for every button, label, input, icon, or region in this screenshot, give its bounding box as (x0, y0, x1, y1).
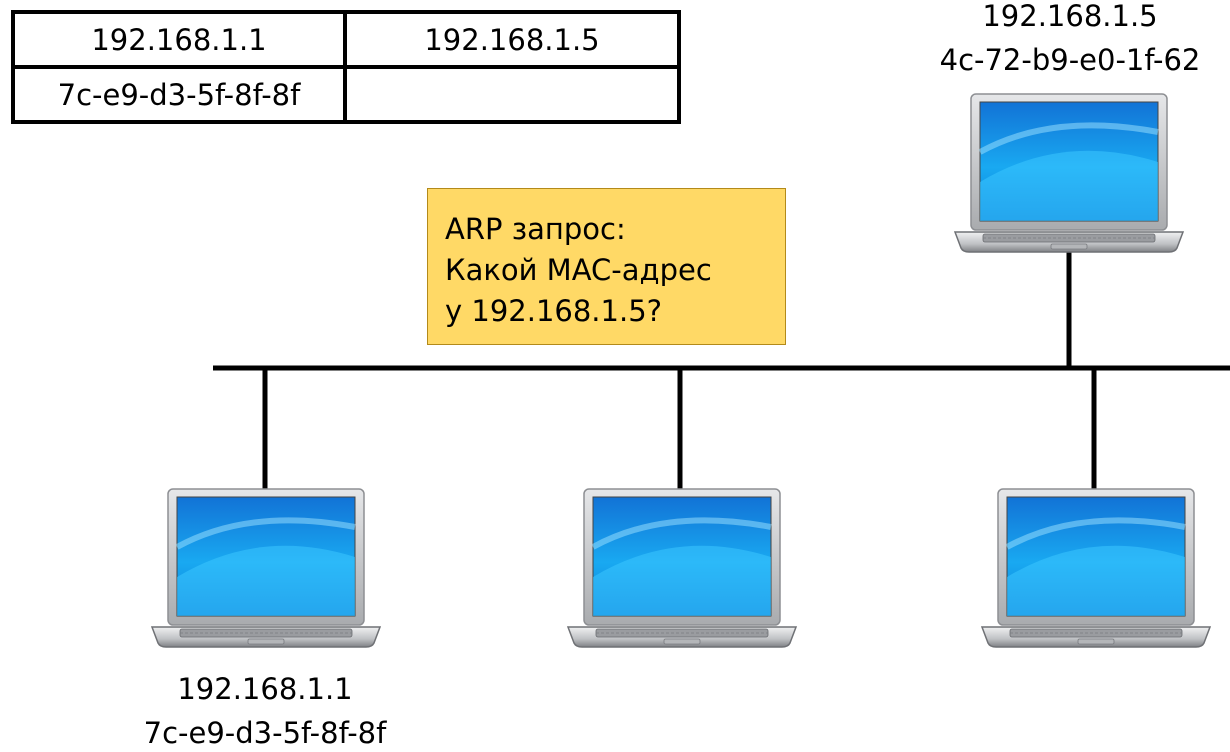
arp-request-line: Какой MAC-адрес (445, 253, 712, 287)
laptop-icon (150, 487, 382, 651)
target-ip: 192.168.1.5 (982, 0, 1158, 33)
laptop-icon (566, 487, 798, 651)
sender-host-label: 192.168.1.1 7c-e9-d3-5f-8f-8f (80, 667, 450, 752)
table-cell: 192.168.1.5 (343, 10, 681, 69)
arp-request-note: ARP запрос: Какой MAC-адрес у 192.168.1.… (427, 188, 786, 345)
laptop-icon (980, 487, 1212, 651)
sender-ip: 192.168.1.1 (177, 672, 353, 706)
table-cell: 192.168.1.1 (11, 10, 347, 69)
arp-request-line: ARP запрос: (445, 212, 626, 246)
table-cell: 7c-e9-d3-5f-8f-8f (11, 65, 347, 124)
sender-mac: 7c-e9-d3-5f-8f-8f (143, 716, 387, 750)
laptop-icon (953, 92, 1185, 256)
target-host-label: 192.168.1.5 4c-72-b9-e0-1f-62 (910, 0, 1230, 82)
table-cell (343, 65, 681, 124)
table-row: 7c-e9-d3-5f-8f-8f (11, 65, 681, 124)
table-row: 192.168.1.1 192.168.1.5 (11, 10, 681, 69)
arp-cache-table: 192.168.1.1 192.168.1.5 7c-e9-d3-5f-8f-8… (11, 10, 681, 124)
target-mac: 4c-72-b9-e0-1f-62 (939, 43, 1201, 77)
arp-request-line: у 192.168.1.5? (445, 294, 663, 328)
